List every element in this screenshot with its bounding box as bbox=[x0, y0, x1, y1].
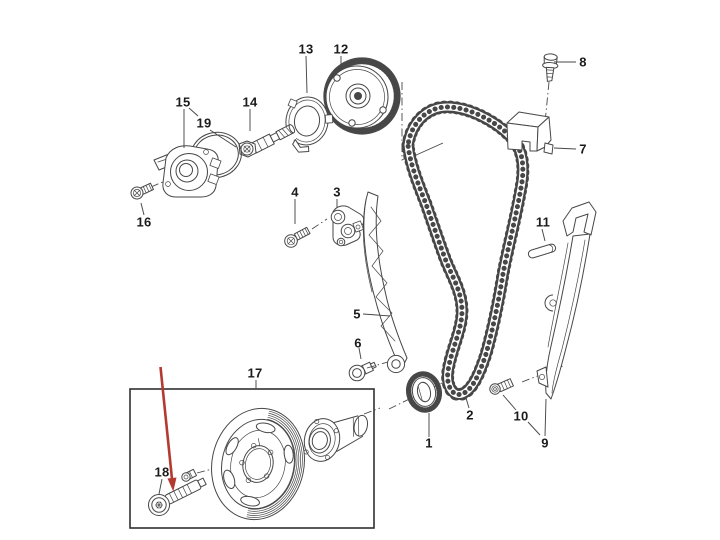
callout-4: 4 bbox=[291, 184, 299, 200]
callout-leader-lines bbox=[140, 55, 577, 495]
tensioner-guide-rail bbox=[363, 191, 408, 374]
callout-1: 1 bbox=[425, 435, 433, 451]
callout-10: 10 bbox=[513, 408, 529, 424]
callout-15: 15 bbox=[175, 94, 191, 110]
fixed-guide-rail bbox=[536, 201, 597, 400]
camshaft-control-valve bbox=[238, 124, 296, 158]
guide-pivot-plug bbox=[348, 361, 389, 382]
dowel-pin bbox=[527, 243, 557, 259]
chain-tensioner bbox=[330, 205, 365, 247]
red-highlight-arrow bbox=[159, 366, 177, 492]
timing-chain bbox=[401, 100, 530, 401]
upper-chain-guide-block bbox=[506, 111, 554, 155]
tensioner-bolt bbox=[284, 226, 311, 248]
callout-9: 9 bbox=[541, 435, 549, 451]
actuator-housing bbox=[153, 145, 222, 198]
crankshaft-sprocket bbox=[406, 371, 442, 413]
camshaft-phaser-sprocket bbox=[323, 57, 401, 135]
callout-18: 18 bbox=[154, 464, 170, 480]
upper-guide-bolt bbox=[542, 53, 559, 82]
trigger-ring bbox=[282, 96, 334, 153]
callout-6: 6 bbox=[354, 335, 362, 351]
callout-2: 2 bbox=[466, 407, 474, 423]
callout-19: 19 bbox=[196, 115, 212, 131]
callout-8: 8 bbox=[579, 54, 587, 70]
callout-16: 16 bbox=[136, 214, 152, 230]
crankshaft-pulley bbox=[211, 407, 305, 521]
callout-7: 7 bbox=[579, 141, 587, 157]
callout-5: 5 bbox=[353, 306, 361, 322]
housing-bolt bbox=[130, 182, 154, 200]
callout-17: 17 bbox=[247, 365, 263, 381]
callout-3: 3 bbox=[333, 184, 341, 200]
pulley-bolt bbox=[148, 477, 207, 516]
pulley-inset-box bbox=[129, 388, 381, 529]
callout-12: 12 bbox=[333, 41, 349, 57]
callout-13: 13 bbox=[298, 41, 314, 57]
pulley-spacer bbox=[181, 468, 197, 482]
crankshaft-hub bbox=[303, 414, 369, 462]
callout-14: 14 bbox=[242, 94, 258, 110]
guide-rail-bolt bbox=[489, 378, 514, 395]
callout-11: 11 bbox=[535, 214, 551, 230]
